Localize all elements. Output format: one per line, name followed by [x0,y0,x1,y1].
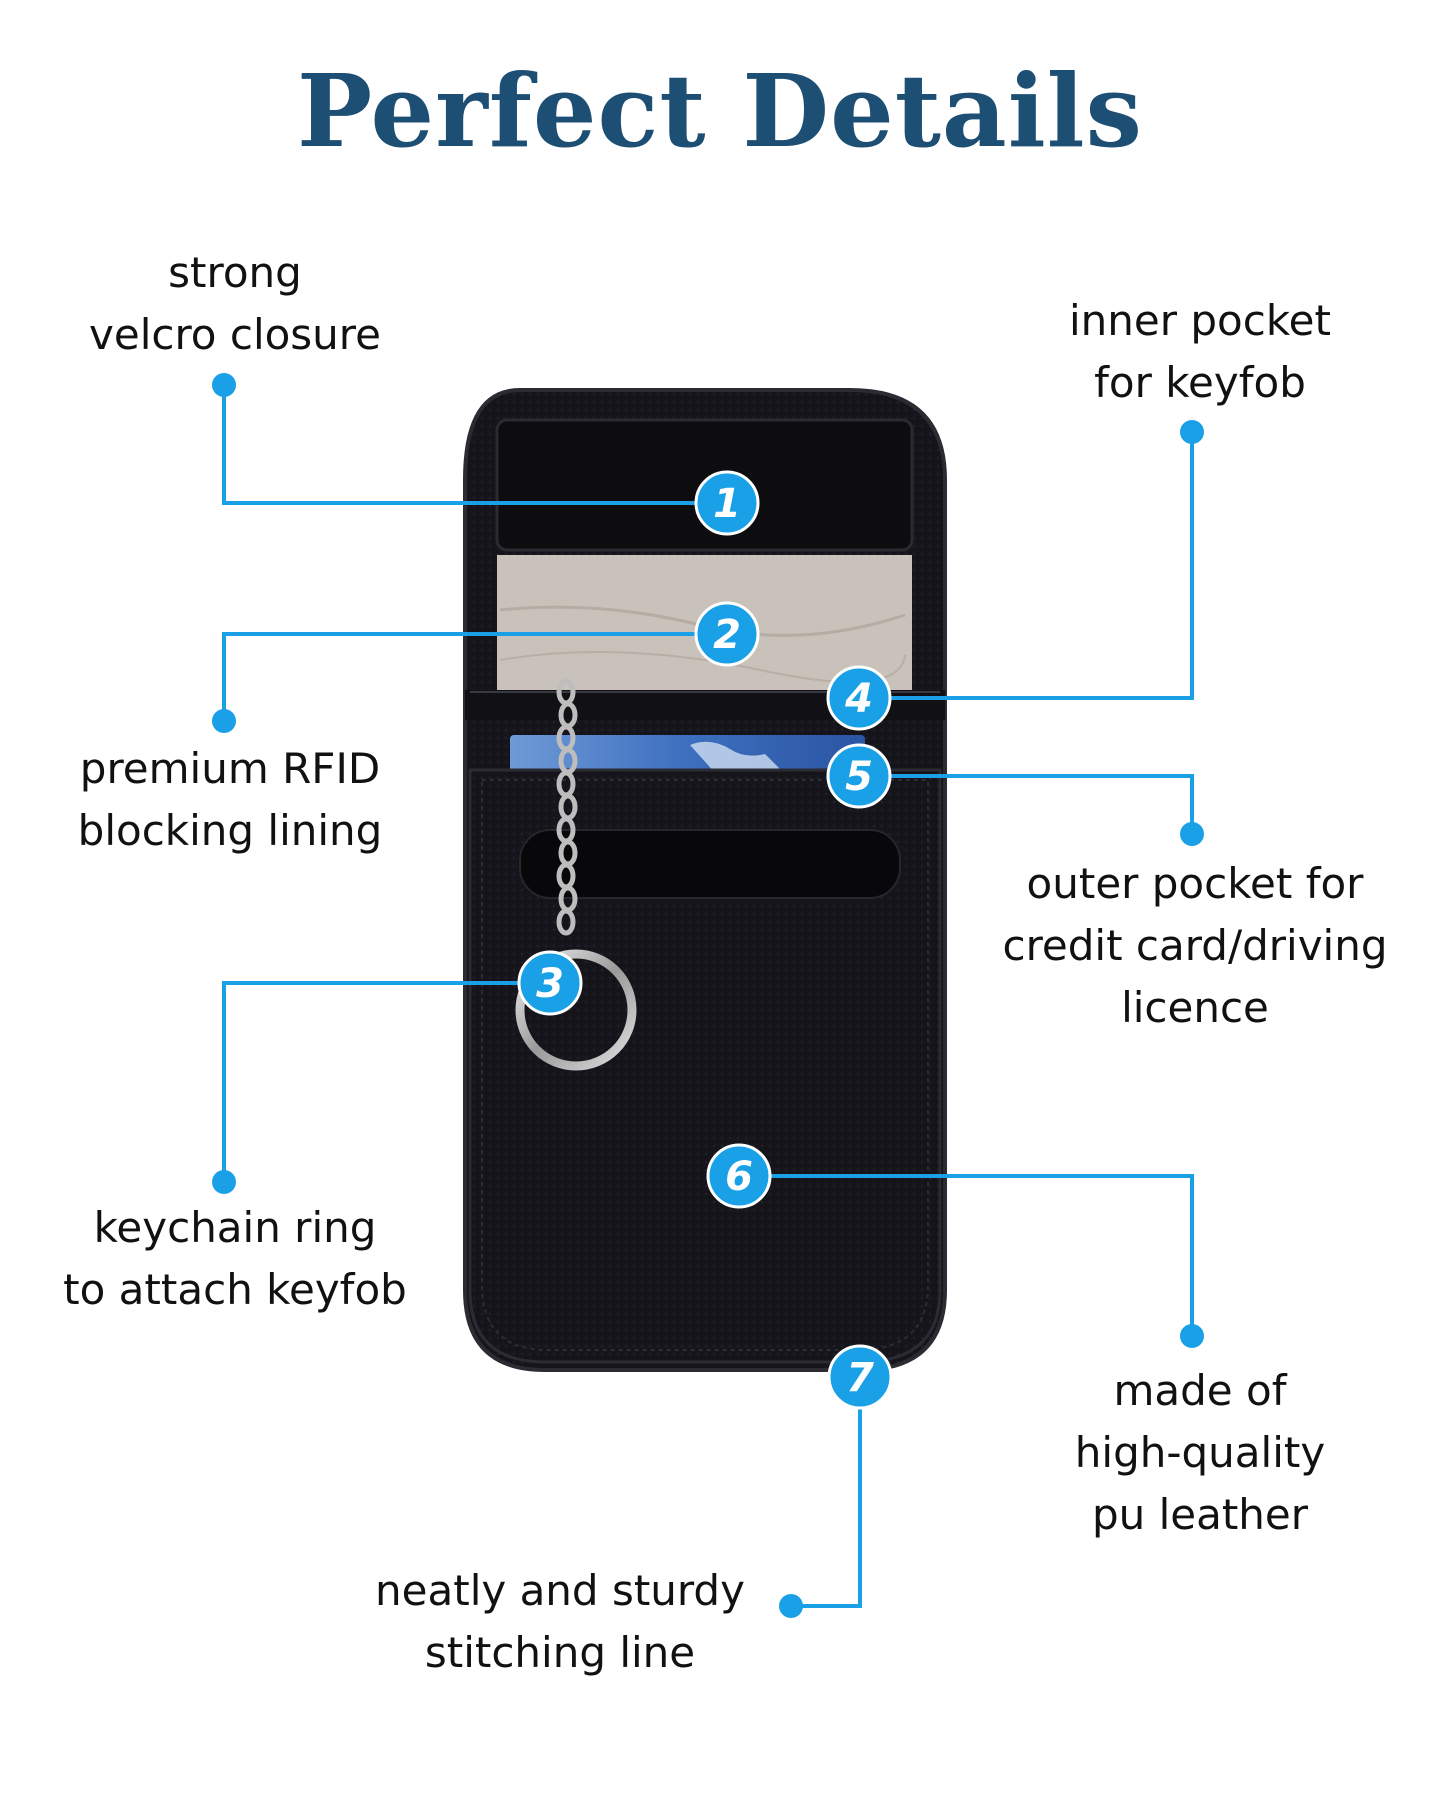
label-line: inner pocket [1069,296,1331,345]
badge-4: 4 [826,665,892,731]
pouch [463,388,947,1372]
feature-label-rfid-lining: premium RFID blocking lining [50,738,410,862]
badge-5: 5 [826,743,892,809]
svg-text:2: 2 [713,612,741,658]
callout-lines [222,385,1194,1608]
feature-label-keychain-ring: keychain ring to attach keyfob [30,1197,440,1321]
svg-text:7: 7 [846,1355,874,1401]
feature-label-inner-pocket: inner pocket for keyfob [1010,290,1390,414]
label-line: strong [168,248,302,297]
label-line: credit card/driving [1002,921,1388,970]
label-line: stitching line [424,1628,696,1677]
callout-dots [212,373,1204,1618]
label-line: licence [1121,983,1269,1032]
svg-text:6: 6 [725,1154,753,1200]
feature-label-pu-leather: made of high-quality pu leather [1010,1360,1390,1546]
page-title: Perfect Details [297,52,1143,170]
svg-text:5: 5 [845,754,873,800]
label-line: to attach keyfob [63,1265,407,1314]
label-line: for keyfob [1094,358,1306,407]
label-line: velcro closure [89,310,381,359]
keyring [515,949,637,1071]
label-line: keychain ring [93,1203,377,1252]
badge-2: 2 [694,601,760,667]
label-line: outer pocket for [1026,859,1364,908]
feature-label-velcro-closure: strong velcro closure [60,242,410,366]
label-line: high-quality [1074,1428,1326,1477]
label-line: premium RFID [79,744,381,793]
badge-1: 1 [694,470,760,536]
label-line: neatly and sturdy [375,1566,745,1615]
feature-label-outer-pocket: outer pocket for credit card/driving lic… [980,853,1410,1039]
svg-text:4: 4 [844,676,873,722]
keychain [556,678,578,936]
badge-7: 7 [827,1344,893,1410]
badge-3: 3 [517,950,583,1016]
badge-6: 6 [706,1143,772,1209]
label-line: made of [1113,1366,1287,1415]
svg-text:1: 1 [713,481,741,527]
label-line: pu leather [1091,1490,1309,1539]
svg-text:3: 3 [536,961,564,1007]
feature-label-stitching-line: neatly and sturdy stitching line [350,1560,770,1684]
label-line: blocking lining [77,806,383,855]
